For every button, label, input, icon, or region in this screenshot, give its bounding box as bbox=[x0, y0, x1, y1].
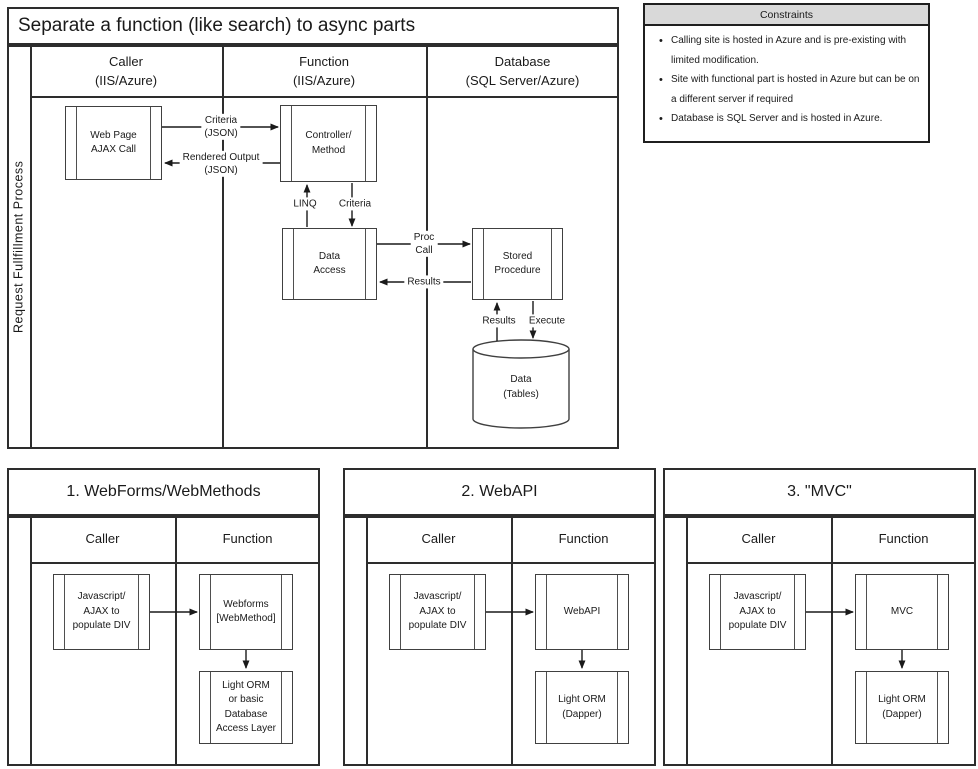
edge-label-results: Results bbox=[404, 275, 444, 289]
node-stored-procedure: Stored Procedure bbox=[472, 228, 563, 300]
lane-header-underline bbox=[366, 562, 656, 564]
edge-label-proc-call: Proc Call bbox=[410, 230, 438, 258]
variant-mvc: 3. "MVC" Caller Function Javascript/ AJA… bbox=[663, 468, 976, 766]
lane-header-caller: Caller (IIS/Azure) bbox=[94, 53, 158, 89]
variant-webforms-title: 1. WebForms/WebMethods bbox=[7, 468, 320, 516]
node-light-orm-dapper: Light ORM (Dapper) bbox=[535, 671, 629, 744]
lane-header-function: Function bbox=[558, 531, 609, 547]
variant-mvc-frame bbox=[663, 516, 976, 766]
node-light-orm-dal: Light ORM or basic Database Access Layer bbox=[199, 671, 293, 744]
sideband-divider bbox=[686, 516, 688, 766]
constraints-list: Calling site is hosted in Azure and is p… bbox=[645, 26, 928, 130]
process-side-label: Request Fullfillment Process bbox=[11, 160, 26, 334]
main-diagram-title: Separate a function (like search) to asy… bbox=[7, 7, 619, 45]
node-light-orm-dapper: Light ORM (Dapper) bbox=[855, 671, 949, 744]
sideband-divider bbox=[30, 45, 32, 449]
lane-header-caller: Caller bbox=[741, 531, 776, 547]
node-js-ajax: Javascript/ AJAX to populate DIV bbox=[389, 574, 486, 650]
sideband-divider bbox=[30, 516, 32, 766]
edge-label-criteria: Criteria bbox=[335, 197, 375, 211]
variant-mvc-title: 3. "MVC" bbox=[663, 468, 976, 516]
variant-webforms-frame bbox=[7, 516, 320, 766]
node-mvc: MVC bbox=[855, 574, 949, 650]
edge-label-results-up: Results bbox=[479, 314, 519, 328]
lane-header-database: Database (SQL Server/Azure) bbox=[465, 53, 580, 89]
lane-header-function: Function bbox=[222, 531, 273, 547]
node-js-ajax: Javascript/ AJAX to populate DIV bbox=[53, 574, 150, 650]
data-tables-label: Data (Tables) bbox=[503, 374, 539, 400]
lane-header-caller: Caller bbox=[421, 531, 456, 547]
edge-label-execute: Execute bbox=[525, 314, 569, 328]
constraints-panel: Constraints Calling site is hosted in Az… bbox=[643, 3, 930, 143]
node-data-access: Data Access bbox=[282, 228, 377, 300]
lane-divider-caller-function bbox=[222, 45, 224, 449]
constraint-item: Calling site is hosted in Azure and is p… bbox=[653, 31, 920, 70]
variant-webapi-frame bbox=[343, 516, 656, 766]
lane-divider bbox=[175, 516, 177, 766]
lane-header-underline bbox=[30, 562, 320, 564]
variant-webforms: 1. WebForms/WebMethods Caller Function J… bbox=[7, 468, 320, 766]
lane-header-caller: Caller bbox=[85, 531, 120, 547]
edge-label-linq: LINQ bbox=[290, 197, 320, 211]
node-web-page-ajax-call: Web Page AJAX Call bbox=[65, 106, 162, 180]
sideband-divider bbox=[366, 516, 368, 766]
lane-header-function: Function (IIS/Azure) bbox=[292, 53, 356, 89]
lane-header-function: Function bbox=[878, 531, 929, 547]
node-webapi: WebAPI bbox=[535, 574, 629, 650]
edge-label-criteria-json: Criteria (JSON) bbox=[201, 113, 241, 141]
edge-label-rendered-output: Rendered Output (JSON) bbox=[179, 150, 263, 178]
variant-webapi-title: 2. WebAPI bbox=[343, 468, 656, 516]
lane-divider bbox=[831, 516, 833, 766]
lane-header-underline bbox=[686, 562, 976, 564]
swimlane-frame bbox=[7, 45, 619, 449]
node-webforms-webmethod: Webforms [WebMethod] bbox=[199, 574, 293, 650]
constraint-item: Site with functional part is hosted in A… bbox=[653, 70, 920, 109]
lane-header-underline bbox=[30, 96, 619, 98]
constraint-item: Database is SQL Server and is hosted in … bbox=[653, 109, 920, 130]
node-js-ajax: Javascript/ AJAX to populate DIV bbox=[709, 574, 806, 650]
constraints-title: Constraints bbox=[645, 5, 928, 26]
lane-divider bbox=[511, 516, 513, 766]
variant-webapi: 2. WebAPI Caller Function Javascript/ AJ… bbox=[343, 468, 656, 766]
node-controller-method: Controller/ Method bbox=[280, 105, 377, 182]
